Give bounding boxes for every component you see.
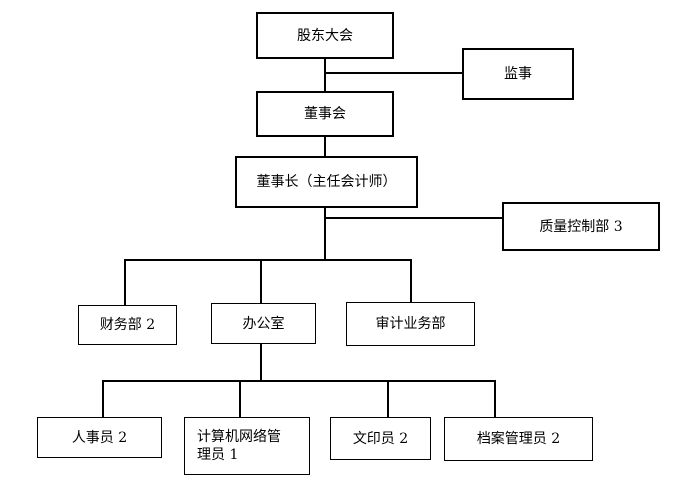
node-finance: 财务部 2: [78, 305, 177, 345]
node-label-line2: 理员 1: [197, 447, 239, 463]
node-label: 文印员 2: [352, 430, 409, 447]
node-label: 审计业务部: [375, 316, 446, 332]
node-label-line1: 计算机网络管: [197, 429, 281, 445]
node-network-admin: 计算机网络管 理员 1: [184, 417, 310, 475]
node-shareholders-meeting: 股东大会: [256, 12, 394, 59]
node-label: 董事长（主任会计师）: [256, 174, 397, 190]
node-label: 监事: [504, 66, 532, 82]
node-label: 股东大会: [297, 27, 353, 44]
node-archivist: 档案管理员 2: [444, 417, 593, 461]
connector-audit: [410, 259, 412, 303]
node-audit: 审计业务部: [346, 302, 475, 346]
node-supervisor: 监事: [462, 48, 574, 100]
node-clerk: 文印员 2: [330, 417, 431, 460]
connector-chairman-down: [324, 207, 326, 260]
connector-staff-bus: [102, 380, 496, 382]
connector-office-down: [260, 343, 262, 381]
connector-departments-bus: [124, 259, 412, 261]
node-board: 董事会: [256, 91, 394, 137]
connector-supervisor: [324, 72, 463, 74]
connector-clerk: [387, 380, 389, 418]
connector-archivist: [494, 380, 496, 418]
node-label: 财务部 2: [99, 317, 156, 333]
connector-quality-control: [324, 217, 503, 219]
node-hr: 人事员 2: [37, 417, 162, 458]
connector-hr: [102, 380, 104, 418]
connector-network-admin: [239, 380, 241, 418]
connector-office: [260, 259, 262, 304]
node-label: 档案管理员 2: [476, 431, 561, 447]
connector-finance: [124, 259, 126, 306]
connector-shareholders-board: [324, 58, 326, 92]
node-label: 办公室: [242, 315, 285, 332]
node-office: 办公室: [211, 303, 316, 344]
connector-board-chairman: [324, 136, 326, 157]
node-chairman: 董事长（主任会计师）: [235, 156, 418, 208]
node-label: 董事会: [304, 106, 346, 122]
node-label: 质量控制部 3: [539, 218, 623, 235]
node-quality-control: 质量控制部 3: [502, 202, 660, 251]
node-label: 人事员 2: [71, 429, 128, 446]
